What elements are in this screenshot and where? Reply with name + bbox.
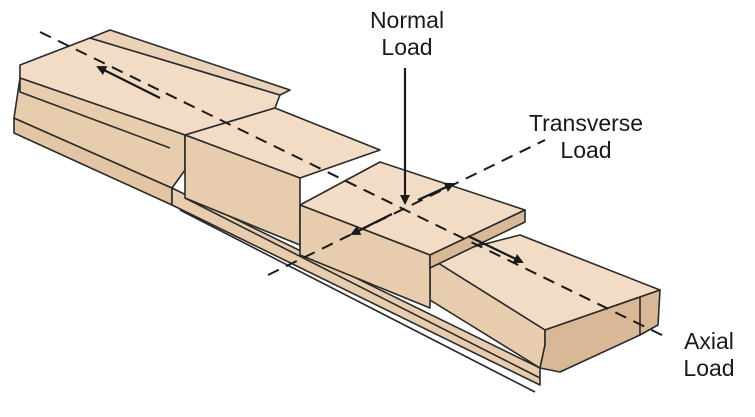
guide-rail [13,29,661,393]
front-block-side [429,209,526,269]
rail-back-top [89,29,291,96]
axial-axis-line [39,31,669,339]
transverse-load-line1: Transverse [528,110,644,136]
rail-left-groove [19,78,171,149]
axial-load-line1: Axial [684,328,734,354]
axial-load-label: Axial Load [668,328,750,382]
carriage-block-middle [184,107,381,246]
transverse-load-label: Transverse Load [506,110,666,164]
load-arrows [96,66,524,264]
transverse-arrow-down [350,213,393,235]
axial-arrow-left [96,66,161,99]
front-block-front [299,204,431,309]
axial-load-line2: Load [683,355,735,381]
rail-side-line-2 [179,209,536,393]
load-axes [39,31,669,339]
normal-load-line1: Normal [369,7,445,33]
normal-load-label: Normal Load [352,7,462,61]
axial-arrow-right [467,235,524,264]
rail-side-line [184,197,541,379]
normal-load-line2: Load [381,34,433,60]
transverse-axis-line [267,139,546,276]
transverse-arrow-up [417,182,455,202]
transverse-load-line2: Load [560,137,612,163]
